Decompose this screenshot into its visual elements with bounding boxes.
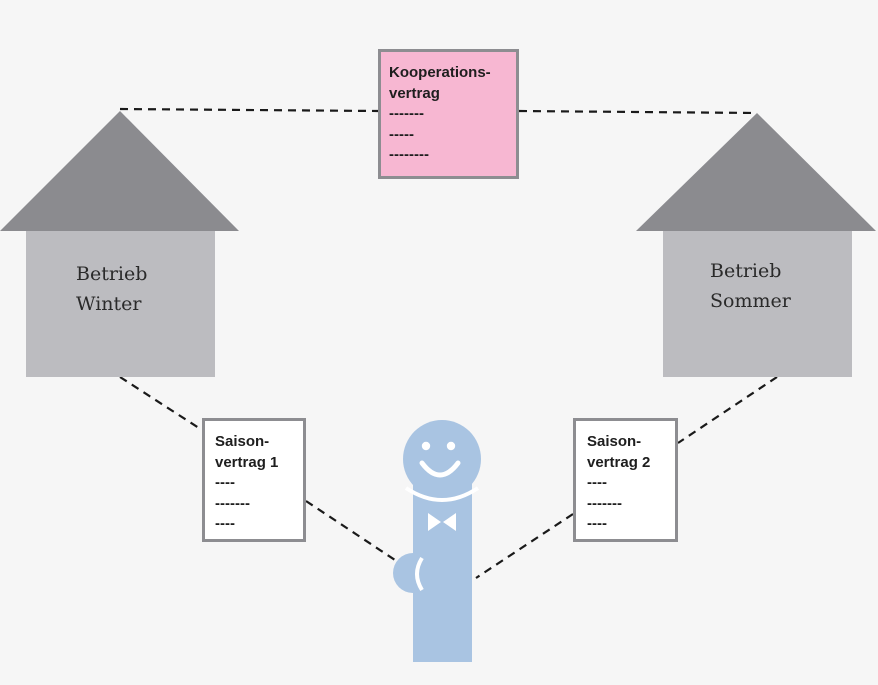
smiling-waiter-icon [393,420,481,662]
waiter-left-eye [421,441,431,451]
seasonal-contract-2-line-2: ------- [587,494,622,512]
connector-winter-to-cooperation [119,107,379,113]
seasonal-contract-2-document: Saison- vertrag 2 ---- ------- ---- [573,418,678,542]
seasonal-contract-1-title-2: vertrag 1 [215,453,279,471]
waiter-sleeve [415,556,424,592]
waiter-head [403,420,481,498]
connector-cooperation-to-summer [518,109,758,115]
waiter-hand [393,553,433,593]
house-summer-body [663,231,852,377]
waiter-collar [404,486,480,502]
connector-summer-to-seasonal2 [677,376,778,444]
house-summer-label-line2: Sommer [710,290,791,312]
house-winter-roof [0,111,239,231]
house-summer-label: Betrieb Sommer [710,256,791,316]
cooperation-contract-title-1: Kooperations- [389,64,491,81]
house-winter-label: Betrieb Winter [76,259,147,319]
seasonal-contract-1-document: Saison- vertrag 1 ---- ------- ---- [202,418,306,542]
connector-winter-to-seasonal1 [119,376,203,431]
house-winter-label-line1: Betrieb [76,263,148,285]
seasonal-contract-2-line-1: ---- [587,474,607,491]
seasonal-contract-1-title-1: Saison- [215,433,270,450]
cooperation-contract-line-1: ------- [389,105,424,122]
house-summer [636,113,876,377]
bow-tie-icon-right [443,513,456,531]
seasonal-contract-1-line-2: ------- [215,494,250,512]
seasonal-contract-1-line-3: ---- [215,515,235,532]
house-winter-label-line2: Winter [76,293,142,315]
cooperation-contract-line-3: -------- [389,146,429,163]
connector-seasonal1-to-person [305,500,399,563]
waiter-smile [419,460,461,478]
cooperation-contract-line-2: ----- [389,125,414,143]
house-winter [0,111,239,377]
seasonal-contract-2-line-3: ---- [587,515,607,532]
bow-tie-icon [428,513,441,531]
seasonal-contract-2-title-1: Saison- [587,433,642,450]
house-summer-roof [636,113,876,231]
waiter-right-eye [446,441,456,451]
house-summer-label-line1: Betrieb [710,260,782,282]
cooperation-contract-title-2: vertrag [389,84,440,102]
seasonal-contract-1-line-1: ---- [215,474,235,491]
connector-seasonal2-to-person [475,513,574,579]
cooperation-contract-document: Kooperations- vertrag ------- ----- ----… [378,49,519,179]
seasonal-contract-2-title-2: vertrag 2 [587,453,651,471]
house-winter-body [26,231,215,377]
